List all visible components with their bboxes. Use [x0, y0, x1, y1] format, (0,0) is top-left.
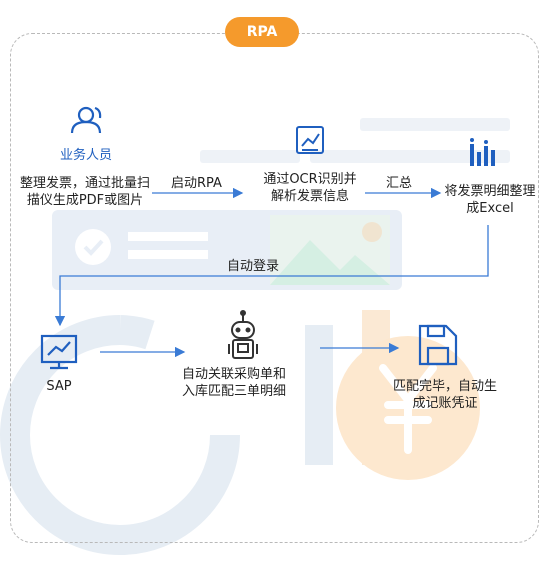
chart-icon — [296, 126, 324, 154]
save-icon — [418, 324, 458, 366]
bar-chart-icon — [470, 138, 495, 166]
rpa-badge: RPA — [225, 17, 299, 47]
voucher-text: 匹配完毕，自动生成记账凭证 — [393, 379, 498, 411]
arrow-auto-login — [54, 225, 489, 327]
staff-label: 业务人员 — [59, 148, 112, 163]
edge-label-auto-login: 自动登录 — [227, 259, 280, 274]
edge-label-start-rpa: 启动RPA — [171, 176, 222, 191]
robot-text: 自动关联采购单和入库匹配三单明细 — [182, 367, 287, 399]
edge-label-summary: 汇总 — [386, 176, 413, 191]
staff-text: 整理发票，通过批量扫描仪生成PDF或图片 — [20, 176, 151, 208]
ocr-text: 通过OCR识别并解析发票信息 — [263, 172, 357, 204]
person-icon — [70, 106, 102, 134]
sap-text: SAP — [46, 379, 72, 394]
robot-icon — [228, 310, 258, 359]
excel-text: 将发票明细整理成Excel — [444, 184, 536, 216]
monitor-icon — [40, 334, 78, 370]
